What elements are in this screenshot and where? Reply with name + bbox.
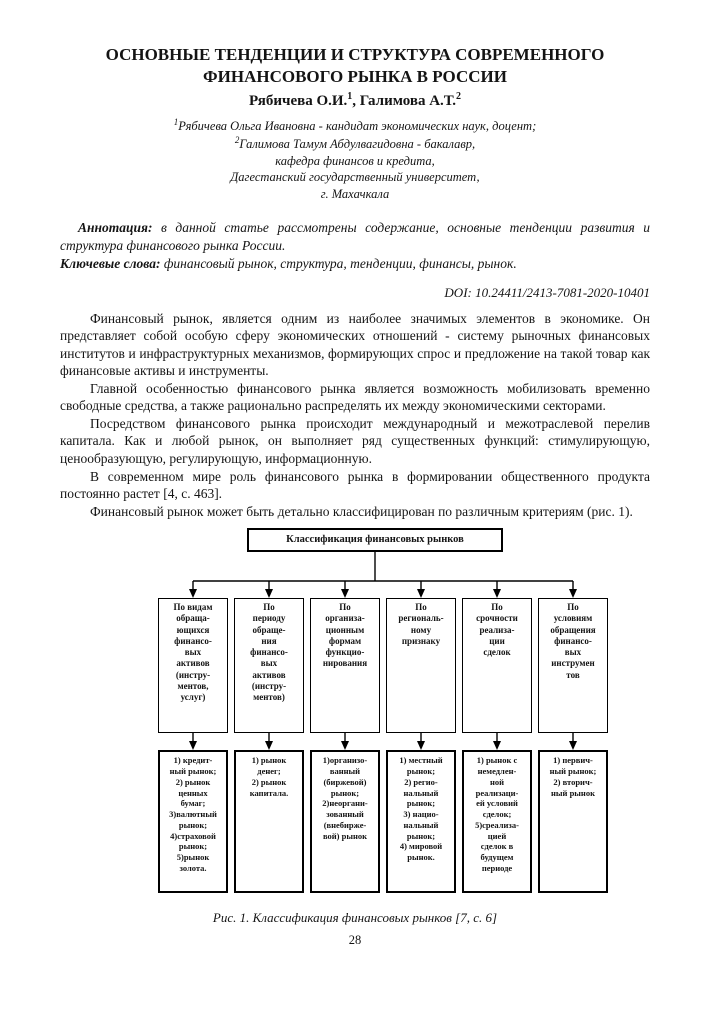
doi-line: DOI: 10.24411/2413-7081-2020-10401 xyxy=(444,284,650,300)
paragraph-2: Главной особенностью финансового рынка я… xyxy=(60,380,650,414)
criterion-box-5: По срочности реализа- ции сделок xyxy=(462,598,532,734)
affiliation-line-1: 1Рябичева Ольга Ивановна - кандидат экон… xyxy=(60,117,650,135)
page-number: 28 xyxy=(348,933,362,948)
paragraph-1: Финансовый рынок, является одним из наиб… xyxy=(60,310,650,379)
types-box-3: 1)организо- ванный (биржевой) рынок; 2)н… xyxy=(310,750,380,894)
authors-line: Рябичева О.И.1, Галимова А.Т.2 xyxy=(60,91,650,110)
figure-root-box: Классификация финансовых рынков xyxy=(247,528,503,553)
keywords-line: Ключевые слова: финансовый рынок, структ… xyxy=(60,255,650,273)
affiliation-3-text: кафедра финансов и кредита, xyxy=(275,153,435,168)
keywords-label: Ключевые слова: xyxy=(60,256,161,272)
paragraph-5: Финансовый рынок может быть детально кла… xyxy=(90,503,633,519)
article-title: ОСНОВНЫЕ ТЕНДЕНЦИИ И СТРУКТУРА СОВРЕМЕНН… xyxy=(105,45,605,87)
paragraph-3: Посредством финансового рынка происходит… xyxy=(60,415,650,467)
figure-1-diagram: Классификация финансовых рынков По видам… xyxy=(155,528,611,896)
criterion-box-4: По региональ- ному признаку xyxy=(386,598,456,734)
diagram-connectors xyxy=(189,552,577,751)
types-box-2: 1) рынок денег; 2) рынок капитала. xyxy=(234,750,304,894)
criterion-box-6: По условиям обращения финансо- вых инстр… xyxy=(538,598,608,734)
abstract-keywords-block: Аннотация: в данной статье рассмотрены с… xyxy=(60,219,650,274)
author-1: Рябичева О.И. xyxy=(248,93,348,110)
types-box-4: 1) местный рынок; 2) регио- нальный рыно… xyxy=(386,750,456,894)
abstract-text: в данной статье рассмотрены содержание, … xyxy=(60,220,650,254)
author-1-superscript: 1 xyxy=(347,91,353,103)
affiliation-2-text: Галимова Тамум Абдулвагидовна - бакалавр… xyxy=(239,137,476,151)
criterion-box-2: По периоду обраще- ния финансо- вых акти… xyxy=(234,598,304,734)
affiliation-1-text: Рябичева Ольга Ивановна - кандидат эконо… xyxy=(178,119,537,134)
affiliation-line-2: 2Галимова Тамум Абдулвагидовна - бакалав… xyxy=(60,135,650,153)
authors-separator: , xyxy=(352,93,360,110)
affiliation-4-text: Дагестанский государственный университет… xyxy=(230,170,480,184)
author-2-superscript: 2 xyxy=(456,91,462,103)
abstract-label: Аннотация: xyxy=(78,220,153,235)
affiliation-line-3: кафедра финансов и кредита, xyxy=(60,153,650,170)
affiliation-1-superscript: 1 xyxy=(173,117,179,128)
types-box-1: 1) кредит- ный рынок; 2) рынок ценных бу… xyxy=(158,750,228,894)
keywords-text: финансовый рынок, структура, тенденции, … xyxy=(160,256,517,272)
affiliation-5-text: г. Махачкала xyxy=(320,186,390,201)
abstract-paragraph: Аннотация: в данной статье рассмотрены с… xyxy=(60,219,650,255)
affiliation-2-superscript: 2 xyxy=(234,134,240,145)
affiliation-line-5: г. Махачкала xyxy=(60,186,650,203)
criterion-box-3: По организа- ционным формам функцио- нир… xyxy=(310,598,380,734)
article-body: Финансовый рынок, является одним из наиб… xyxy=(60,310,650,521)
affiliation-block: 1Рябичева Ольга Ивановна - кандидат экон… xyxy=(60,117,650,202)
author-2: Галимова А.Т. xyxy=(359,93,457,110)
paragraph-4: В современном мире роль финансового рынк… xyxy=(60,468,650,502)
criterion-box-1: По видам обраща- ющихся финансо- вых акт… xyxy=(158,598,228,734)
affiliation-line-4: Дагестанский государственный университет… xyxy=(60,169,650,186)
types-box-5: 1) рынок с немедлен- ной реализаци- ей у… xyxy=(462,750,532,894)
figure-caption: Рис. 1. Классификация финансовых рынков … xyxy=(212,910,498,926)
types-box-6: 1) первич- ный рынок; 2) вторич- ный рын… xyxy=(538,750,608,894)
